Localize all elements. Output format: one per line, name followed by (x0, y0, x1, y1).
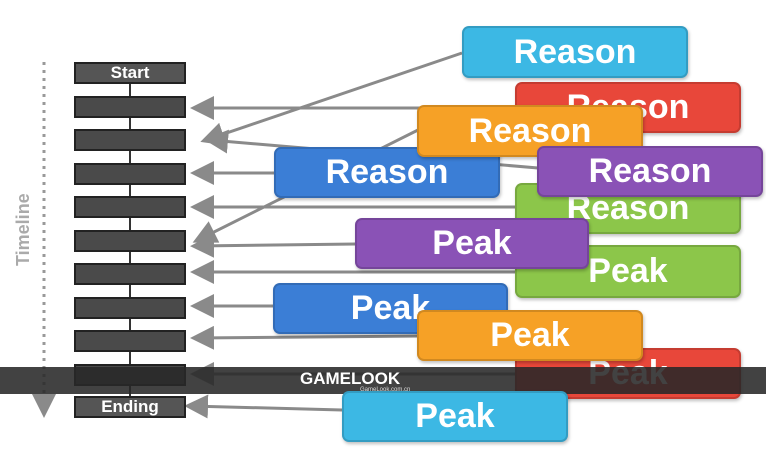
timeline-slot (74, 330, 186, 352)
timeline-start: Start (74, 62, 186, 84)
arrow-peak-purple (190, 233, 357, 258)
timeline-slot (74, 129, 186, 151)
reason-box-purple: Reason (537, 146, 763, 197)
timeline-slot (74, 263, 186, 285)
peak-box-green: Peak (515, 245, 741, 298)
peak-box-cyan: Peak (342, 391, 568, 442)
reason-box-cyan: Reason (462, 26, 688, 78)
arrow-reason-cyan (200, 51, 463, 146)
timeline-ending: Ending (74, 396, 186, 418)
timeline-slot (74, 96, 186, 118)
peak-box-orange: Peak (417, 310, 643, 361)
timeline-slot (74, 163, 186, 185)
arrow-peak-cyan (184, 394, 343, 419)
watermark-brand: GAMELOOK (300, 369, 401, 388)
timeline-slot (74, 196, 186, 218)
reason-box-orange: Reason (417, 105, 643, 157)
watermark-url: GameLook.com.cn (360, 387, 411, 393)
peak-box-purple: Peak (355, 218, 589, 269)
timeline-label: Timeline (13, 193, 33, 267)
arrow-peak-orange (190, 325, 419, 350)
timeline-slot (74, 297, 186, 319)
timeline-slot (74, 230, 186, 252)
watermark-band (0, 367, 766, 394)
